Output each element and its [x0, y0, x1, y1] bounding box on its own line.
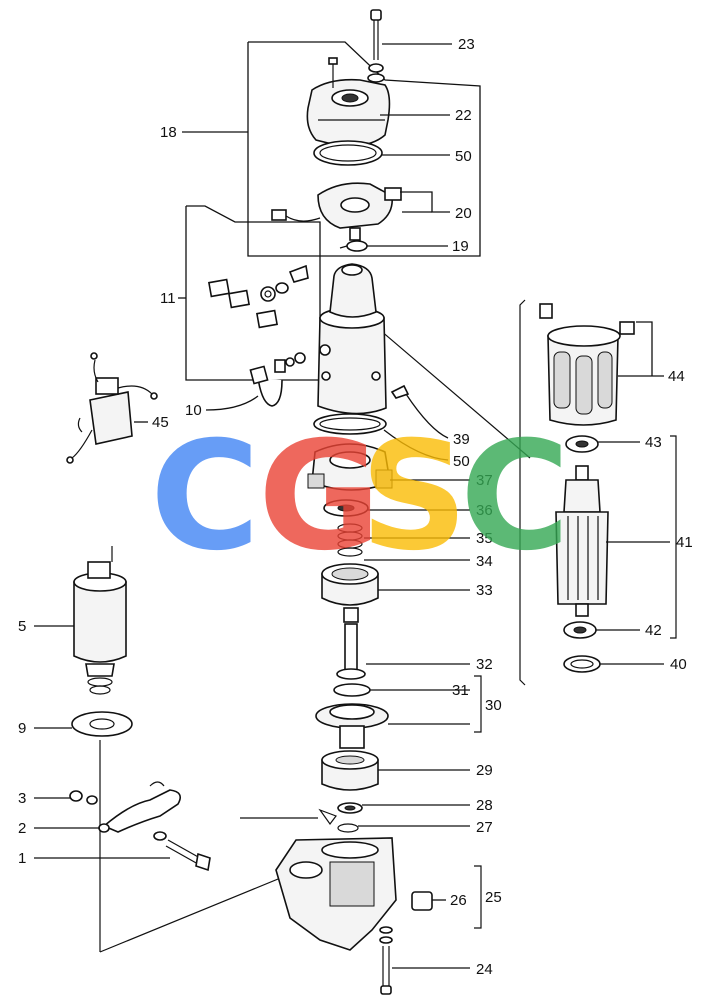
part-44-field-coil — [539, 303, 635, 426]
bracket-41-group — [519, 299, 526, 686]
label-1: 1 — [18, 850, 26, 867]
label-36: 36 — [476, 502, 493, 519]
part-22-end-cover — [306, 57, 391, 148]
part-37-gear-housing — [307, 443, 393, 491]
part-5-solenoid — [73, 546, 127, 695]
part-26-bushing — [411, 891, 433, 911]
label-23: 23 — [458, 36, 475, 53]
part-1-pivot-bolt — [153, 831, 211, 872]
label-45: 45 — [152, 414, 169, 431]
part-2-shift-lever — [98, 781, 181, 833]
part-43-bearing — [565, 435, 599, 453]
label-22: 22 — [455, 107, 472, 124]
assembly-brackets — [99, 41, 677, 953]
part-23-bolt — [367, 9, 385, 83]
part-20-brush-holder — [271, 182, 402, 241]
part-10-lead — [249, 352, 306, 407]
label-37: 37 — [476, 472, 493, 489]
part-number-labels: 23 22 50 20 19 18 11 10 39 50 37 36 35 3… — [18, 36, 693, 978]
part-45-switch — [66, 352, 158, 464]
leader-lines — [34, 43, 670, 969]
label-11: 11 — [160, 290, 176, 307]
bracket-18 — [247, 41, 481, 257]
label-33: 33 — [476, 582, 493, 599]
watermark-letter-c1: C — [150, 410, 260, 584]
part-31-collar — [333, 683, 371, 697]
label-24: 24 — [476, 961, 493, 978]
part-40-washer — [563, 655, 601, 673]
part-41-armature — [555, 465, 609, 617]
label-31: 31 — [452, 682, 469, 699]
part-24-bolt — [379, 926, 393, 995]
label-41: 41 — [676, 534, 693, 551]
bracket-30 — [474, 675, 482, 733]
watermark-letter-s: S — [360, 410, 468, 584]
label-20: 20 — [455, 205, 472, 222]
part-30-clutch-plate — [315, 703, 389, 749]
label-3: 3 — [18, 790, 26, 807]
label-5: 5 — [18, 618, 26, 635]
label-27: 27 — [476, 819, 493, 836]
label-34: 34 — [476, 553, 493, 570]
part-28-stop-ring — [337, 802, 363, 814]
label-50-lower: 50 — [453, 453, 470, 470]
part-27-snap-ring — [337, 823, 359, 833]
watermark-logo: C G S C — [150, 410, 570, 584]
label-29: 29 — [476, 762, 493, 779]
part-3-washers — [69, 790, 98, 805]
part-50-gasket-top — [313, 140, 383, 166]
label-18: 18 — [160, 124, 177, 141]
watermark-letter-g: G — [258, 410, 381, 584]
part-33-internal-gear — [321, 563, 379, 623]
part-50-gasket-lower — [313, 413, 387, 435]
label-28: 28 — [476, 797, 493, 814]
label-44: 44 — [668, 368, 685, 385]
part-11-brush-kit — [207, 264, 309, 329]
label-40: 40 — [670, 656, 687, 673]
label-50-top: 50 — [455, 148, 472, 165]
label-42: 42 — [645, 622, 662, 639]
label-30: 30 — [485, 697, 502, 714]
fork-guide-diag — [99, 869, 301, 953]
part-29-pinion — [321, 750, 379, 791]
label-2: 2 — [18, 820, 26, 837]
label-19: 19 — [452, 238, 469, 255]
label-9: 9 — [18, 720, 26, 737]
part-36-planet-gear — [323, 499, 369, 517]
bracket-25 — [474, 865, 482, 929]
label-39: 39 — [453, 431, 470, 448]
label-43: 43 — [645, 434, 662, 451]
bracket-11 — [185, 205, 321, 381]
part-42-bearing — [563, 621, 597, 639]
part-9-washer — [71, 711, 133, 737]
watermark-letter-c2: C — [460, 410, 570, 584]
label-25: 25 — [485, 889, 502, 906]
label-35: 35 — [476, 530, 493, 547]
armature-guide-line — [379, 329, 531, 459]
yoke-housing — [317, 263, 410, 415]
part-25-drive-housing — [275, 808, 397, 951]
label-32: 32 — [476, 656, 493, 673]
label-26: 26 — [450, 892, 467, 909]
label-10: 10 — [185, 402, 202, 419]
part-35-spring — [337, 523, 363, 557]
part-32-shaft — [336, 623, 366, 680]
part-19-screw — [339, 240, 368, 252]
bracket-41 — [670, 435, 677, 639]
